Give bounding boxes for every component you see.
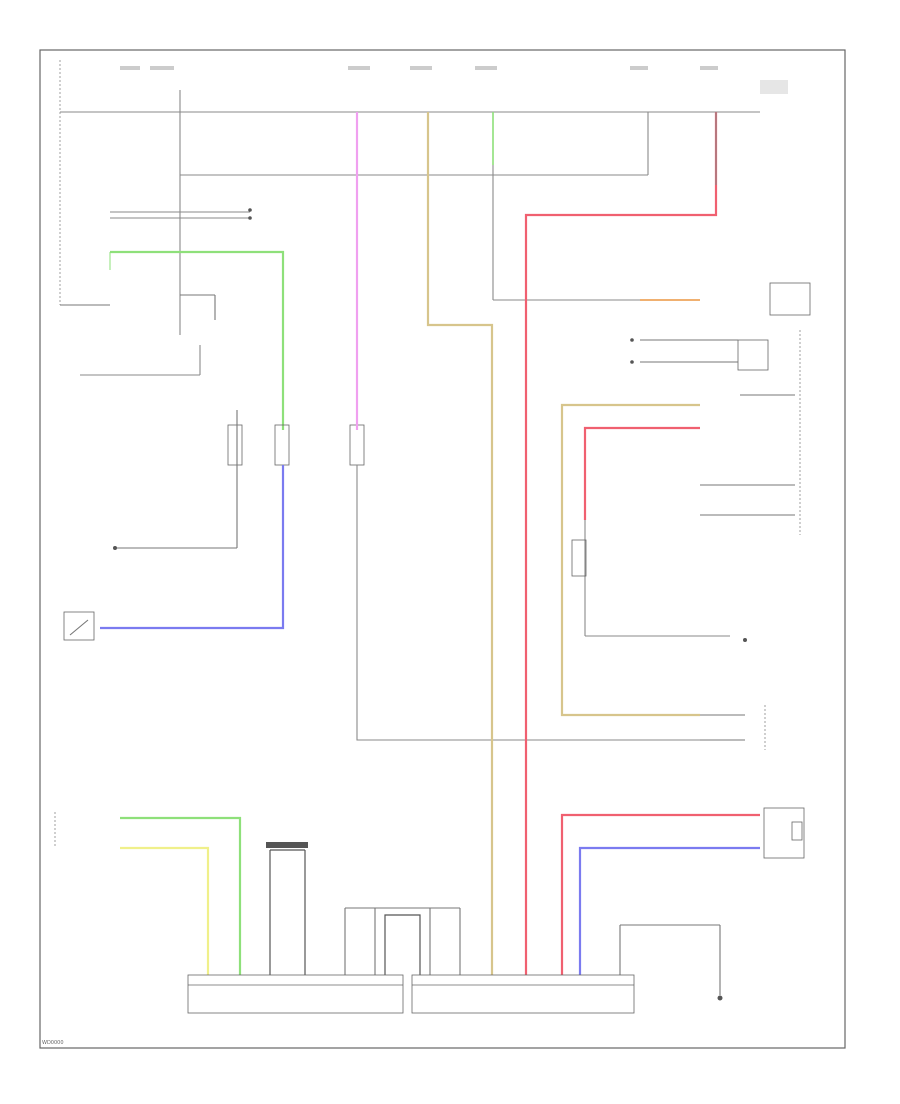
fuse-label-6 — [630, 66, 648, 70]
yellow-wire-bottom — [120, 846, 210, 975]
fuse-label-2 — [150, 66, 174, 70]
diagram-frame — [39, 49, 846, 1049]
switch-body-2 — [274, 424, 290, 466]
sensor-plug — [791, 821, 803, 841]
fuse-label-1 — [120, 66, 140, 70]
body-control-right — [630, 282, 811, 535]
switch-body-1 — [227, 424, 243, 466]
tan-wire-right — [560, 403, 700, 717]
blue-wire-bottom-right — [578, 846, 760, 975]
switch-body-3 — [349, 424, 365, 466]
relay-box — [737, 339, 769, 371]
fuse-label-5 — [475, 66, 497, 70]
fuse-label-4 — [410, 66, 432, 70]
bottom-left-sensor — [54, 812, 242, 975]
blue-wire-left — [100, 465, 285, 630]
green-wire-upper — [110, 250, 285, 430]
connector-dot — [630, 360, 634, 364]
tan-wire-center — [426, 112, 494, 975]
right-label-box — [769, 282, 811, 316]
bottom-connectors — [187, 974, 635, 1014]
fuse-header-group — [59, 60, 788, 305]
bottom-black-wires — [266, 842, 461, 975]
footer-id: WD0000 — [42, 1040, 64, 1046]
ground-point-bottom — [717, 995, 723, 1001]
passenger-seat-sensor — [763, 807, 805, 859]
black-loop — [384, 914, 421, 975]
right-control-module — [411, 974, 635, 1014]
fuse-label-7 — [700, 66, 718, 70]
fuse-label-8 — [760, 80, 788, 94]
shield-bar — [266, 842, 308, 848]
ground-point — [113, 546, 117, 550]
pink-return-gray — [356, 465, 700, 741]
connector-dot — [248, 216, 252, 220]
left-fuse-block-rows — [60, 90, 490, 376]
switch-right — [571, 539, 587, 577]
connector-dot — [248, 208, 252, 212]
red-wire-right — [583, 426, 700, 520]
ground-point-right — [743, 638, 747, 642]
door-switch-group — [113, 410, 365, 550]
bottom-right-sensor — [560, 807, 805, 1001]
door-switch-contact — [69, 619, 89, 636]
green-wire-bottom — [120, 816, 242, 975]
red-wire-bottom-right — [560, 813, 760, 975]
left-control-module — [187, 974, 404, 1014]
door-courtesy-switch — [63, 611, 95, 641]
connector-dot — [630, 338, 634, 342]
red-wire-main — [524, 112, 718, 975]
right-switches — [700, 705, 766, 750]
fuse-label-3 — [348, 66, 370, 70]
